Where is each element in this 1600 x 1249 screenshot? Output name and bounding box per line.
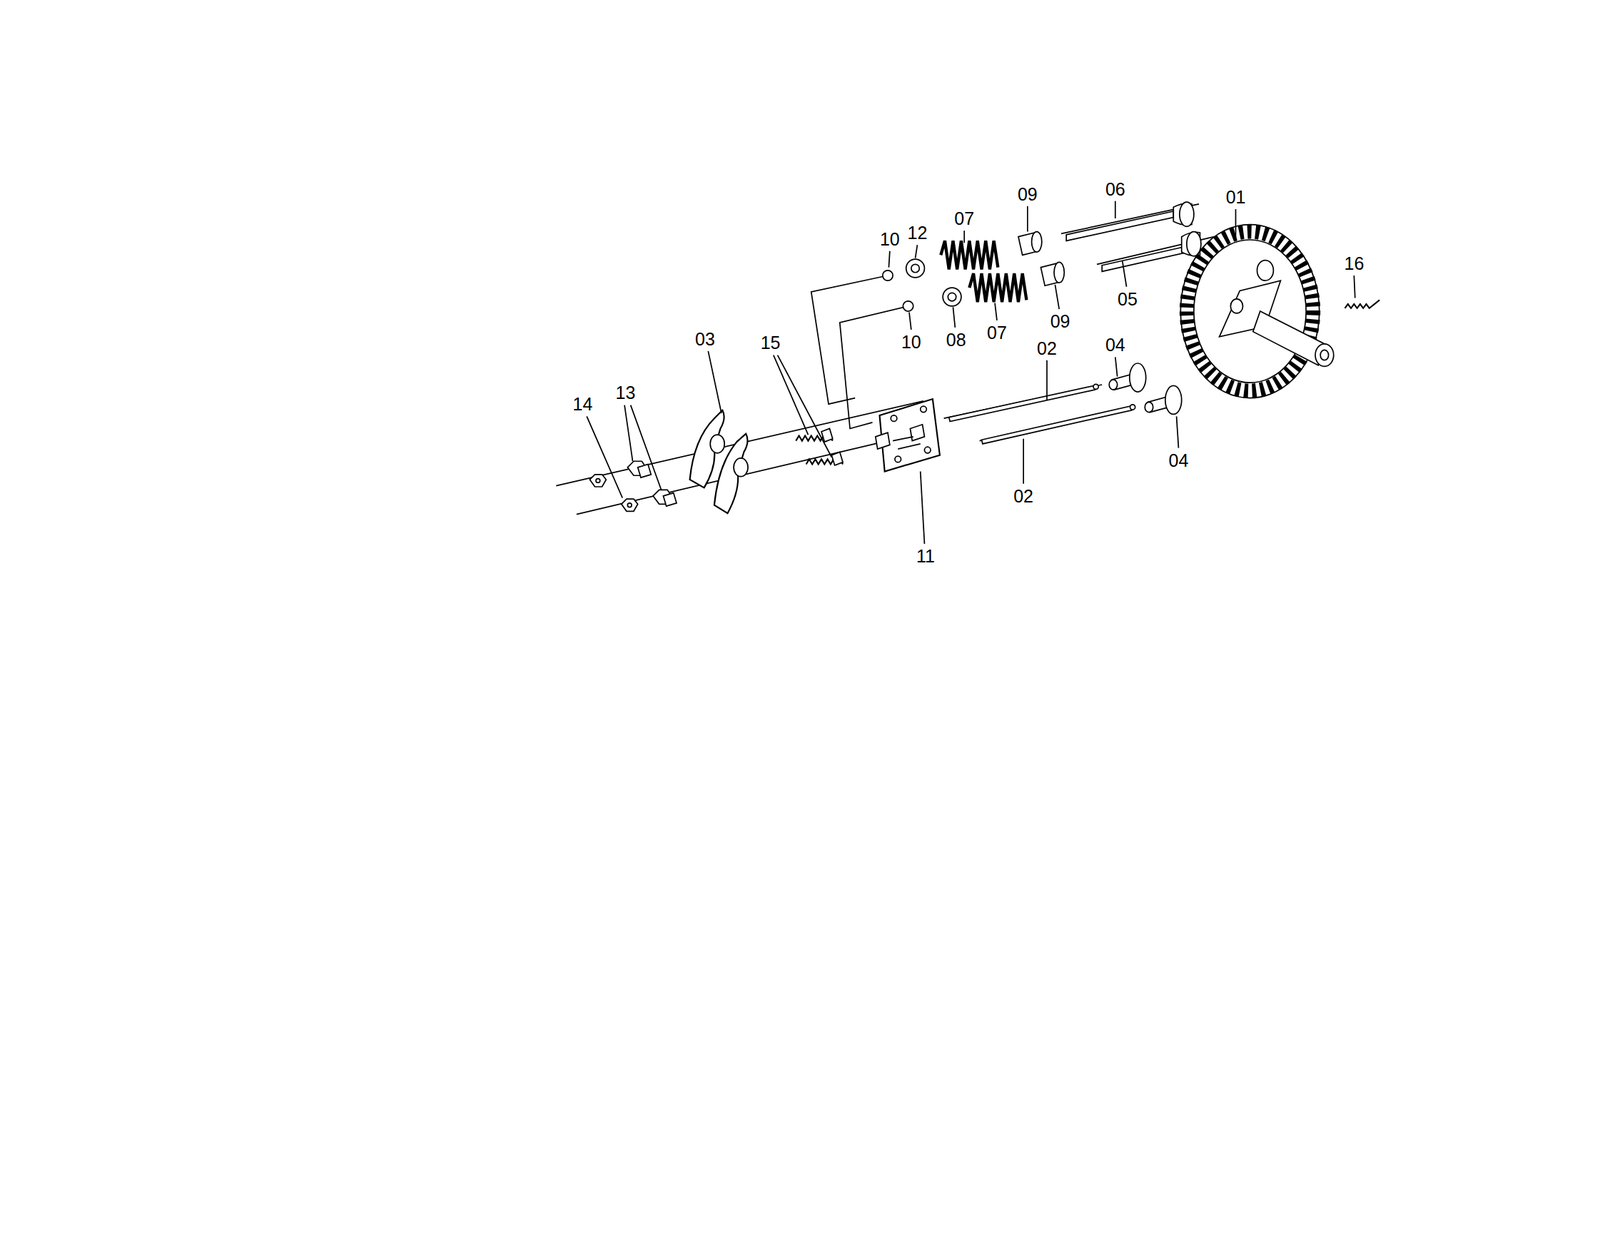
callout-number: 07 (953, 209, 975, 227)
callout-number: 04 (1104, 336, 1127, 354)
callout-number: 10 (879, 229, 901, 248)
callout-number: 07 (986, 323, 1008, 342)
callout-number: 15 (760, 333, 782, 352)
callout-number: 13 (615, 383, 637, 402)
callout-number: 05 (1116, 289, 1139, 308)
callout-number: 09 (1016, 184, 1039, 203)
callout-number: 09 (1049, 312, 1072, 331)
callout-number: 10 (900, 332, 923, 351)
callout-number: 16 (1343, 254, 1366, 272)
callout-number: 03 (694, 329, 716, 348)
callout-number: 12 (907, 224, 929, 242)
callout-number: 11 (915, 547, 936, 566)
callout-number: 08 (945, 331, 967, 349)
callout-number: 06 (1104, 179, 1127, 198)
callout-number: 14 (572, 395, 594, 414)
callout-number: 02 (1036, 338, 1058, 357)
callout-number: 04 (1168, 451, 1190, 469)
callout-number: 01 (1225, 187, 1247, 206)
callout-number: 02 (1012, 486, 1035, 505)
